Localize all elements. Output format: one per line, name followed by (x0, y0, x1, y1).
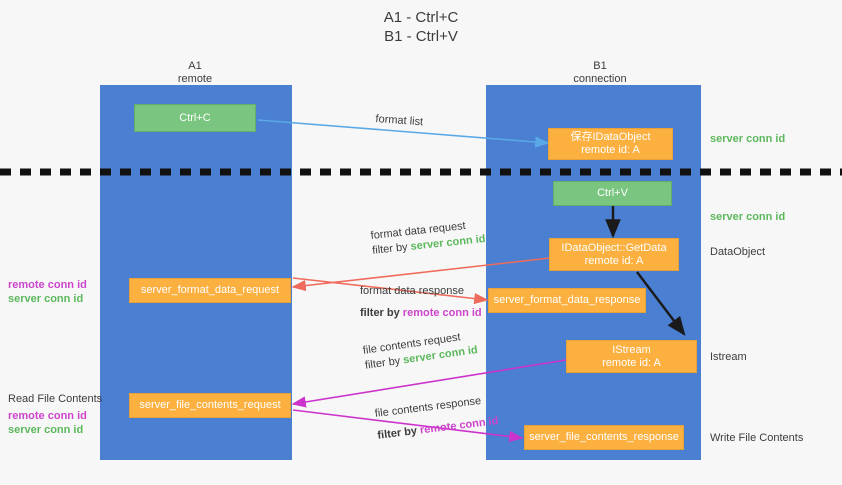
label-format-data-request-filter-prefix: filter by (371, 240, 412, 257)
box-getdata-line1: IDataObject::GetData (561, 241, 667, 254)
column-a1-sub: remote (177, 73, 213, 85)
arrow-file-contents-response (292, 409, 524, 443)
box-server-format-data-request[interactable]: server_format_data_request (129, 278, 291, 303)
right-server-conn-id-mid: server conn id (710, 211, 786, 223)
column-header-b1: B1 connection (525, 60, 675, 86)
page-title: A1 - Ctrl+C B1 - Ctrl+V (0, 8, 842, 46)
box-save-idataobject[interactable]: 保存IDataObject remote id: A (548, 128, 673, 160)
box-server-file-contents-request-label: server_file_contents_request (139, 399, 281, 411)
box-server-format-data-response[interactable]: server_format_data_response (488, 288, 646, 313)
arrow-format-list (257, 119, 550, 148)
right-istream-label: Istream (710, 351, 747, 363)
box-server-format-data-response-label: server_format_data_response (493, 294, 641, 306)
arrow-getdata-to-istream (636, 271, 686, 336)
column-header-a1: A1 remote (120, 60, 270, 86)
arrow-format-data-response (292, 277, 489, 305)
arrow-file-contents-request (291, 359, 567, 408)
left-annotation-read-file-contents: Read File Contents remote conn id server… (8, 392, 102, 437)
left-read-file-contents: Read File Contents (8, 393, 103, 405)
box-server-file-contents-response[interactable]: server_file_contents_response (524, 425, 684, 450)
left-remote-conn-id: remote conn id (8, 279, 87, 291)
left-server-conn-id-2: server conn id (8, 424, 84, 436)
left-server-conn-id: server conn id (8, 293, 84, 305)
column-a1-name: A1 (188, 60, 202, 72)
right-write-file-contents-label: Write File Contents (710, 432, 804, 444)
label-format-list: format list (375, 112, 424, 130)
box-server-file-contents-request[interactable]: server_file_contents_request (129, 393, 291, 418)
title-line-1: A1 - Ctrl+C (383, 9, 459, 26)
box-save-idataobject-line1: 保存IDataObject (570, 131, 651, 143)
label-format-data-response: format data response filter by remote co… (360, 284, 482, 321)
column-b1-sub: connection (573, 73, 627, 85)
right-dataobject-label: DataObject (710, 246, 766, 258)
label-format-data-response-text: format data response (360, 285, 464, 297)
right-server-conn-id-top: server conn id (710, 133, 786, 145)
label-file-contents-request-filter-prefix: filter by (364, 354, 405, 372)
label-file-contents-response-filter-prefix: filter by (376, 424, 421, 442)
box-save-idataobject-line2: remote id: A (581, 144, 640, 156)
box-ctrl-v-label: Ctrl+V (597, 187, 628, 199)
label-format-data-response-filter-prefix: filter by (360, 307, 403, 319)
box-ctrl-v[interactable]: Ctrl+V (553, 181, 672, 206)
box-istream-line2: remote id: A (602, 356, 661, 369)
box-server-format-data-request-label: server_format_data_request (140, 284, 280, 296)
box-istream-line1: IStream (612, 343, 651, 356)
column-b1-name: B1 (593, 60, 607, 72)
label-format-list-text: format list (375, 112, 424, 129)
box-getdata-line2: remote id: A (584, 254, 644, 267)
title-line-2: B1 - Ctrl+V (384, 28, 458, 45)
box-idataobject-getdata[interactable]: IDataObject::GetData remote id: A (549, 238, 679, 271)
box-ctrl-c-label: Ctrl+C (179, 111, 211, 124)
box-istream[interactable]: IStream remote id: A (566, 340, 697, 373)
left-remote-conn-id-2: remote conn id (8, 410, 87, 422)
box-ctrl-c[interactable]: Ctrl+C (134, 104, 256, 132)
label-format-data-response-filter-key: remote conn id (402, 307, 482, 319)
left-annotation-conn-ids-format: remote conn id server conn id (8, 278, 87, 306)
box-server-file-contents-response-label: server_file_contents_response (529, 431, 679, 443)
